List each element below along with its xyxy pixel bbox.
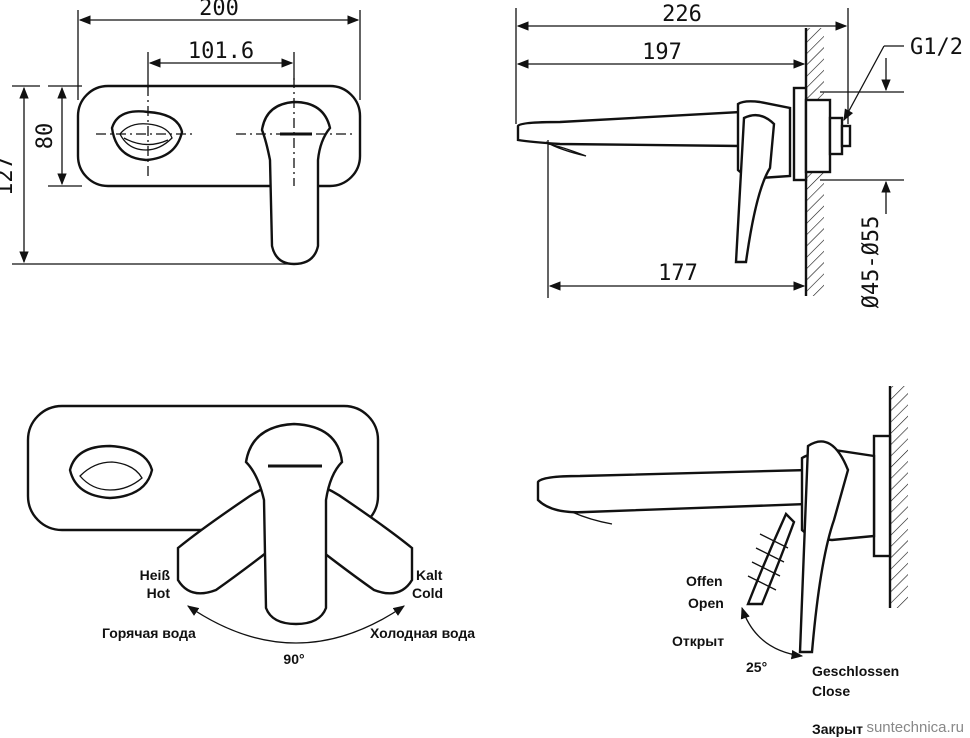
label-hot-de: Heiß: [140, 567, 171, 583]
label-angle-25: 25°: [746, 659, 767, 675]
side-spout: [516, 110, 742, 148]
ghost-handle-open: [746, 511, 796, 606]
dim-depth-to-body: 197: [642, 40, 682, 65]
dim-total-width: 200: [199, 0, 239, 21]
dim-plate-height: 80: [33, 123, 58, 150]
dim-center-distance: 101.6: [188, 39, 254, 64]
label-cold-de: Kalt: [416, 567, 443, 583]
op-side-spout: [536, 468, 810, 514]
operation-front-view: Heiß Hot Kalt Cold Горячая вода Холодная…: [26, 404, 475, 667]
label-closed-ru: Закрыт: [812, 721, 863, 737]
label-hot-ru: Горячая вода: [102, 625, 196, 641]
label-hot-en: Hot: [147, 585, 171, 601]
label-closed-de: Geschlossen: [812, 663, 899, 679]
dim-spout-length: 177: [658, 261, 698, 286]
op-side-handle: [798, 440, 850, 654]
label-open-ru: Открыт: [672, 633, 724, 649]
label-open-de: Offen: [686, 573, 723, 589]
label-closed-en: Close: [812, 683, 850, 699]
front-plate: [76, 84, 362, 188]
op-wall-hatch: [890, 386, 908, 608]
diverter-knob: [110, 110, 184, 162]
thread-label: G1/2: [910, 35, 963, 60]
side-handle: [734, 113, 776, 264]
operation-side-view: Offen Open Открыт 25° Geschlossen Close …: [536, 386, 908, 737]
label-cold-ru: Холодная вода: [370, 625, 475, 641]
front-handle: [260, 100, 332, 266]
rotation-arc-90: [187, 605, 405, 644]
label-angle-90: 90°: [283, 651, 304, 667]
dim-diameter-range: Ø45-Ø55: [859, 216, 884, 309]
rotation-arc-25: [740, 606, 804, 660]
dim-total-depth: 226: [662, 2, 702, 27]
side-view: 226 197 177 G1/2 Ø45-Ø55: [515, 2, 963, 309]
watermark: suntechnica.ru: [866, 719, 964, 736]
label-cold-en: Cold: [412, 585, 443, 601]
front-view: 200 101.6 80 127: [0, 0, 362, 266]
dim-total-height: 127: [0, 156, 18, 196]
op-front-handle: [244, 422, 344, 626]
label-open-en: Open: [688, 595, 724, 611]
op-diverter-knob: [68, 444, 154, 500]
